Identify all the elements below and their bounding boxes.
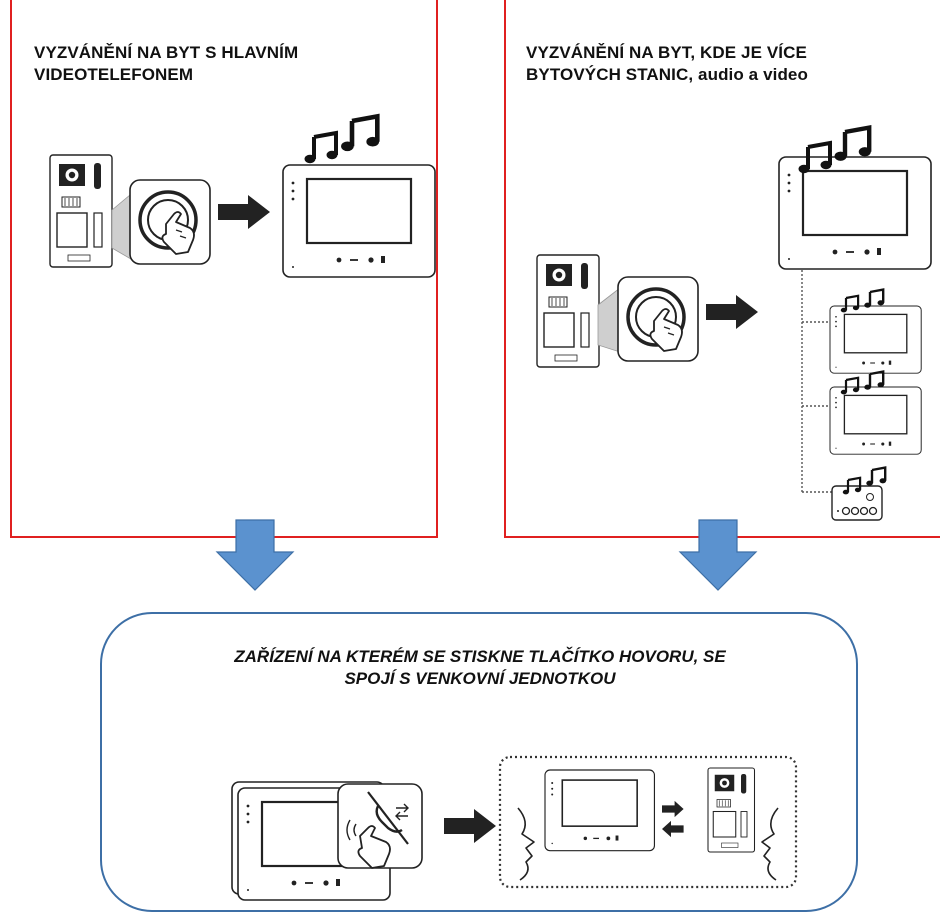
speaking-face-icon-right <box>761 807 779 881</box>
exchange-arrows-icon <box>662 800 684 838</box>
right-main-monitor <box>777 155 933 271</box>
extra-music-note-icon-2 <box>863 288 886 309</box>
right-music-note-icon-2 <box>835 128 871 161</box>
right-call-button-icon <box>616 275 700 363</box>
connection-door-station <box>707 767 756 853</box>
left-flow-arrow <box>216 519 294 591</box>
left-panel <box>10 0 438 538</box>
station-bus-line <box>801 270 832 493</box>
result-title-line1: ZAŘÍZENÍ NA KTERÉM SE STISKNE TLAČÍTKO H… <box>234 647 726 666</box>
right-zoom-beam <box>597 287 621 353</box>
right-panel-title-line1: VYZVÁNĚNÍ NA BYT, KDE JE VÍCE <box>526 43 807 62</box>
left-music-note-icon-2 <box>341 116 379 151</box>
right-panel-title: VYZVÁNĚNÍ NA BYT, KDE JE VÍCE BYTOVÝCH S… <box>526 42 808 86</box>
right-arrow <box>706 295 758 329</box>
result-call-button-icon <box>337 783 423 869</box>
speaking-face-icon-left <box>517 807 535 881</box>
left-panel-title: VYZVÁNĚNÍ NA BYT S HLAVNÍM VIDEOTELEFONE… <box>34 42 298 86</box>
result-box <box>100 612 858 912</box>
right-flow-arrow <box>679 519 757 591</box>
result-title-line2: SPOJÍ S VENKOVNÍ JEDNOTKOU <box>344 669 616 688</box>
left-monitor <box>281 163 437 279</box>
connection-frame <box>498 755 798 889</box>
left-music-note-icon <box>302 131 340 166</box>
finger-press-icon <box>357 825 391 869</box>
extra-music-note-icon-6 <box>865 466 888 487</box>
left-call-button-icon <box>128 178 212 266</box>
extra-monitor-2 <box>829 386 922 455</box>
result-title: ZAŘÍZENÍ NA KTERÉM SE STISKNE TLAČÍTKO H… <box>130 646 830 690</box>
left-panel-title-line1: VYZVÁNĚNÍ NA BYT S HLAVNÍM <box>34 43 299 62</box>
extra-monitor-1 <box>829 305 922 374</box>
right-door-station <box>536 254 600 368</box>
connection-monitor <box>544 769 656 852</box>
left-arrow <box>218 195 270 229</box>
right-panel-title-line2: BYTOVÝCH STANIC, audio a video <box>526 65 808 84</box>
left-panel-title-line2: VIDEOTELEFONEM <box>34 65 194 84</box>
left-door-station <box>49 154 113 268</box>
result-arrow <box>444 809 496 843</box>
